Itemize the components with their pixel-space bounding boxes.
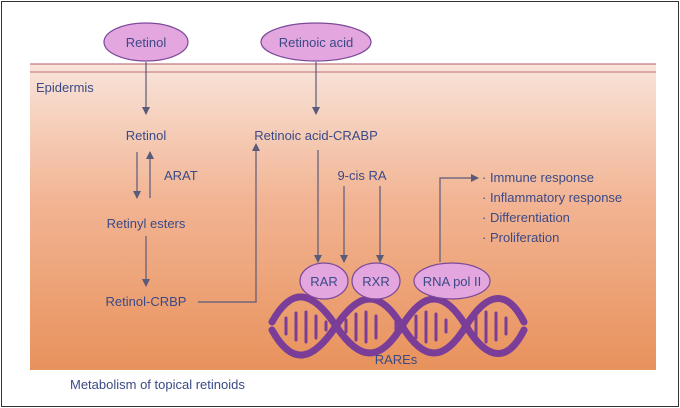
arat-label: ARAT bbox=[164, 168, 198, 183]
rna-pol-oval: RNA pol II bbox=[413, 262, 491, 300]
retinol-crbp-node: Retinol-CRBP bbox=[106, 294, 187, 309]
rar-oval: RAR bbox=[299, 262, 349, 300]
retinyl-esters-node: Retinyl esters bbox=[107, 216, 186, 231]
response-item: · Proliferation bbox=[482, 230, 559, 245]
rares-label: RAREs bbox=[375, 352, 418, 367]
retinol-node: Retinol bbox=[126, 128, 167, 143]
response-item: · Differentiation bbox=[482, 210, 570, 225]
retinol-oval-label: Retinol bbox=[126, 35, 167, 50]
arrow-crbp-to-crabp bbox=[198, 143, 260, 303]
retinol-oval: Retinol bbox=[103, 22, 189, 62]
rna-pol-label: RNA pol II bbox=[423, 274, 482, 289]
retinoic-acid-oval: Retinoic acid bbox=[260, 22, 372, 62]
rxr-label: RXR bbox=[362, 274, 389, 289]
responses-list: · Immune response · Inflammatory respons… bbox=[482, 170, 622, 245]
response-item: · Immune response bbox=[482, 170, 594, 185]
nine-cis-ra-label: 9-cis RA bbox=[337, 168, 386, 183]
rar-label: RAR bbox=[310, 274, 337, 289]
dna-helix bbox=[268, 293, 528, 359]
arrow-rnapol-to-responses bbox=[439, 174, 479, 262]
figure-caption: Metabolism of topical retinoids bbox=[70, 377, 245, 392]
retinoic-acid-crabp-node: Retinoic acid-CRABP bbox=[254, 128, 378, 143]
rxr-oval: RXR bbox=[351, 262, 401, 300]
response-item: · Inflammatory response bbox=[482, 190, 622, 205]
epidermis-label: Epidermis bbox=[36, 80, 94, 95]
retinoic-acid-oval-label: Retinoic acid bbox=[279, 35, 353, 50]
